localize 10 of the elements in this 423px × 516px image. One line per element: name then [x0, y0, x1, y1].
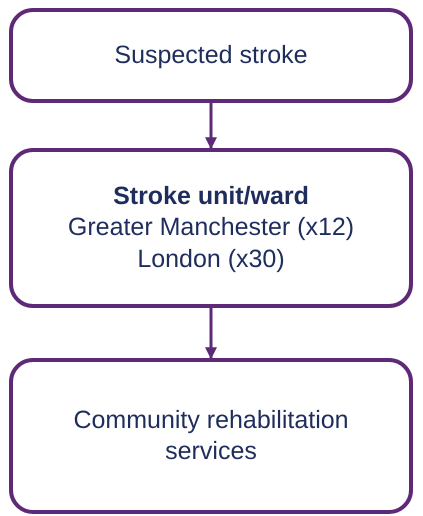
box-text: Greater Manchester (x12) [68, 212, 354, 244]
process-box [9, 8, 413, 103]
process-box [9, 358, 413, 514]
box-text: London (x30) [137, 244, 285, 275]
box-text: Community rehabilitation services [72, 404, 350, 467]
box-heading: Stroke unit/ward [113, 181, 309, 212]
arrow [205, 103, 217, 150]
box-text: Suspected stroke [114, 40, 308, 71]
arrow [205, 308, 217, 360]
process-box [9, 148, 413, 308]
